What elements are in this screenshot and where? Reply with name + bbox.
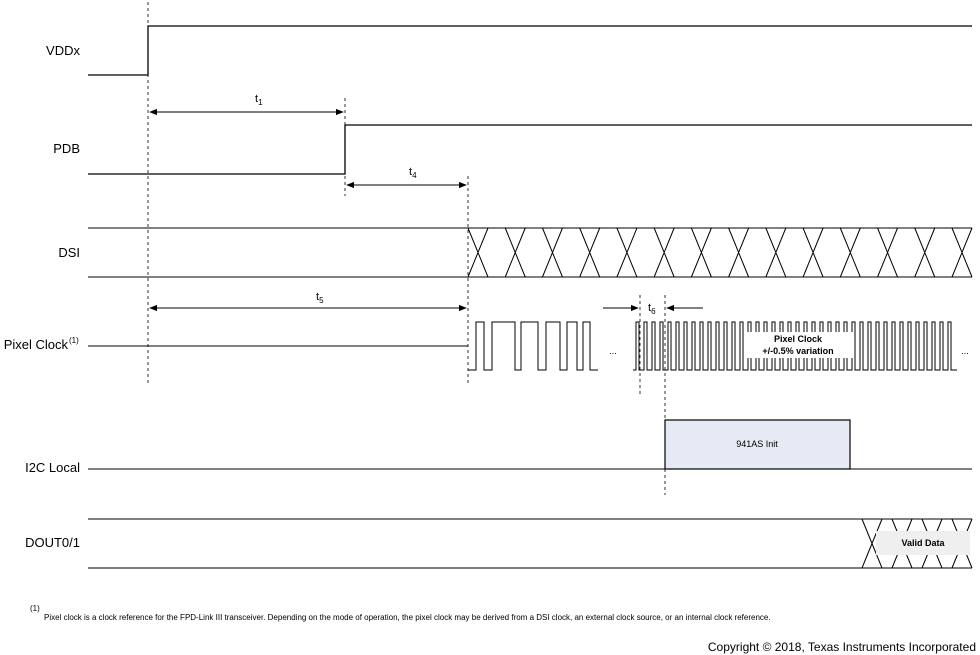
dout-valid-data-label: Valid Data bbox=[901, 538, 945, 548]
signal-label-i2c-local: I2C Local bbox=[25, 460, 80, 475]
dout-valid-data-box bbox=[876, 531, 970, 555]
t5-label: t5 bbox=[316, 291, 324, 305]
footnote-text: Pixel clock is a clock reference for the… bbox=[44, 613, 771, 622]
signal-label-pdb: PDB bbox=[53, 141, 80, 156]
dsi-waveform bbox=[88, 227, 973, 278]
copyright-text: Copyright © 2018, Texas Instruments Inco… bbox=[708, 640, 976, 654]
t1-label: t1 bbox=[255, 93, 263, 107]
pixel-clock-ellipsis-2: ... bbox=[961, 346, 969, 356]
vdd-waveform bbox=[88, 25, 972, 76]
signal-label-dout: DOUT0/1 bbox=[25, 535, 80, 550]
pixel-clock-note-line1: Pixel Clock bbox=[774, 334, 823, 344]
t4-label: t4 bbox=[409, 166, 417, 180]
pixel-clock-ellipsis-1: ... bbox=[609, 346, 617, 356]
pdb-waveform bbox=[88, 124, 972, 175]
dsi-cross-transitions bbox=[467, 227, 973, 278]
signal-label-pixel-clock: Pixel Clock bbox=[4, 337, 69, 352]
pixel-clock-waveform bbox=[88, 321, 957, 371]
dout-waveform bbox=[88, 518, 973, 569]
signal-label-dsi: DSI bbox=[58, 245, 80, 260]
reference-lines bbox=[147, 2, 666, 495]
i2c-init-box bbox=[664, 419, 851, 470]
i2c-init-label: 941AS Init bbox=[736, 439, 778, 449]
pixel-clock-note-line2: +/-0.5% variation bbox=[762, 346, 833, 356]
footnote-mark: (1) bbox=[30, 604, 40, 613]
pixel-clock-note-bg bbox=[745, 332, 853, 358]
timing-arrows bbox=[149, 108, 703, 312]
pixel-clock-footnote-mark: (1) bbox=[69, 336, 79, 345]
signal-label-vdd: VDDx bbox=[46, 43, 80, 58]
t6-label: t6 bbox=[648, 302, 656, 316]
